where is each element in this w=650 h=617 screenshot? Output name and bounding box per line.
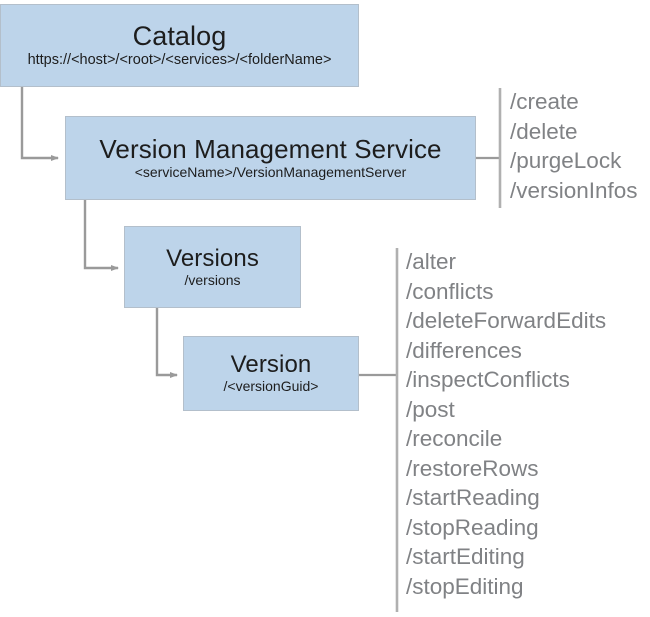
operation-item-version-7[interactable]: /restoreRows	[406, 455, 539, 481]
operation-item-version-10[interactable]: /startEditing	[406, 544, 525, 569]
operation-item-version-11[interactable]: /stopEditing	[406, 573, 524, 599]
operation-item-version-5[interactable]: /post	[406, 396, 455, 422]
connector-vms-to-versions	[83, 200, 119, 271]
node-versions-title: Versions	[166, 244, 259, 272]
node-versions-subtitle: /versions	[184, 271, 241, 288]
operation-item-version-8[interactable]: /startReading	[406, 485, 540, 510]
operation-item-version-1[interactable]: /conflicts	[406, 278, 494, 304]
node-catalog-subtitle: https://<host>/<root>/<services>/<folder…	[27, 51, 332, 68]
operation-item-version-2[interactable]: /deleteForwardEdits	[406, 308, 607, 333]
node-version-management-service-subtitle: <serviceName>/VersionManagementServer	[134, 163, 407, 180]
operation-item-version-4[interactable]: /inspectConflicts	[406, 367, 570, 392]
node-catalog[interactable]: Catalog https://<host>/<root>/<services>…	[0, 4, 359, 87]
node-catalog-title: Catalog	[132, 21, 227, 52]
node-version-title: Version	[230, 351, 312, 379]
operation-item-vms-2[interactable]: /purgeLock	[510, 148, 622, 173]
operation-item-version-6[interactable]: /reconcile	[406, 426, 503, 451]
operations-list-version-management-service: /create/delete/purgeLock/versionInfos	[510, 87, 638, 205]
operation-item-vms-3[interactable]: /versionInfos	[510, 177, 638, 203]
connector-catalog-to-vms	[20, 87, 59, 161]
operation-item-vms-0[interactable]: /create	[510, 89, 579, 114]
operation-item-version-3[interactable]: /differences	[406, 337, 522, 363]
operation-item-vms-1[interactable]: /delete	[510, 118, 578, 144]
operation-item-version-0[interactable]: /alter	[406, 249, 457, 274]
node-version-management-service[interactable]: Version Management Service <serviceName>…	[65, 116, 476, 200]
node-versions[interactable]: Versions /versions	[124, 226, 301, 308]
node-version-management-service-title: Version Management Service	[99, 133, 442, 164]
connector-versions-to-version	[155, 308, 178, 378]
operation-item-version-9[interactable]: /stopReading	[406, 514, 539, 540]
operations-list-version: /alter/conflicts/deleteForwardEdits/diff…	[406, 247, 606, 601]
node-version-subtitle: /<versionGuid>	[223, 378, 319, 395]
node-version[interactable]: Version /<versionGuid>	[183, 336, 359, 411]
